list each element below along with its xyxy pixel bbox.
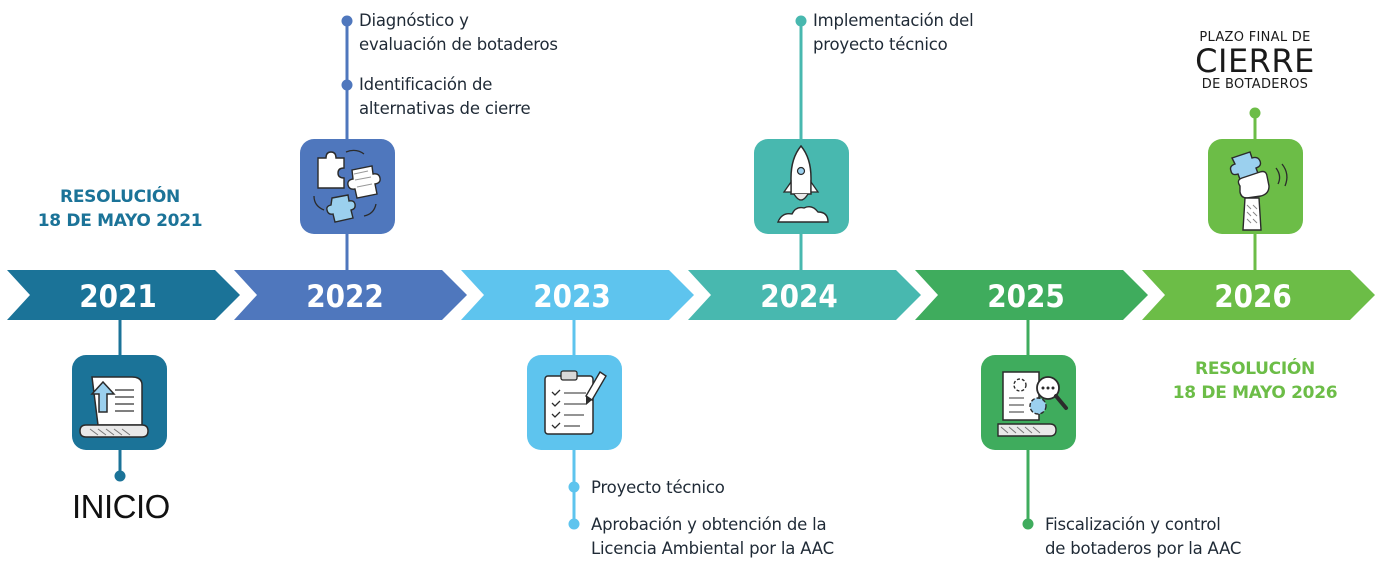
connector-dot-2021 bbox=[114, 470, 126, 482]
puzzle-pieces-icon bbox=[300, 139, 395, 234]
connector-dot-2023a bbox=[568, 481, 580, 493]
milestone-2022-identificacion: Identificación de alternativas de cierre bbox=[359, 73, 531, 121]
resolution-end: RESOLUCIÓN 18 DE MAYO 2026 bbox=[1163, 357, 1347, 405]
deadline-label: PLAZO FINAL DE CIERRE DE BOTADEROS bbox=[1180, 30, 1330, 93]
year-label-2021: 2021 bbox=[79, 279, 157, 315]
connector-dot-2024 bbox=[795, 15, 807, 27]
chevron-2021 bbox=[7, 270, 240, 320]
milestone-2023b-line2: Licencia Ambiental por la AAC bbox=[591, 539, 834, 558]
hand-puzzle-icon bbox=[1208, 139, 1303, 234]
milestone-2023a-line1: Proyecto técnico bbox=[591, 478, 725, 497]
resolution-end-line1: RESOLUCIÓN bbox=[1195, 359, 1315, 379]
connector-dot-2022b bbox=[341, 79, 353, 91]
milestone-2023-aprobacion: Aprobación y obtención de la Licencia Am… bbox=[591, 513, 834, 561]
rocket-icon bbox=[754, 139, 849, 234]
inicio-label: INICIO bbox=[72, 488, 170, 525]
milestone-2024-line2: proyecto técnico bbox=[813, 35, 948, 54]
chevron-2024 bbox=[688, 270, 921, 320]
milestone-2022b-line2: alternativas de cierre bbox=[359, 99, 531, 118]
milestone-2025-line2: de botaderos por la AAC bbox=[1045, 539, 1242, 558]
milestone-2022-diagnostico: Diagnóstico y evaluación de botaderos bbox=[359, 9, 558, 57]
connector-dot-2022a bbox=[341, 15, 353, 27]
milestone-2023b-line1: Aprobación y obtención de la bbox=[591, 515, 827, 534]
resolution-start: RESOLUCIÓN 18 DE MAYO 2021 bbox=[28, 185, 212, 233]
year-label-2022: 2022 bbox=[306, 279, 384, 315]
document-upload-icon bbox=[72, 355, 167, 450]
resolution-start-line1: RESOLUCIÓN bbox=[60, 187, 180, 207]
milestone-2023-proyecto: Proyecto técnico bbox=[591, 476, 725, 500]
connector-dot-2023b bbox=[568, 518, 580, 530]
resolution-end-line2: 18 DE MAYO 2026 bbox=[1172, 383, 1338, 403]
milestone-2022a-line2: evaluación de botaderos bbox=[359, 35, 558, 54]
milestone-2024-implementacion: Implementación del proyecto técnico bbox=[813, 9, 974, 57]
milestone-2022b-line1: Identificación de bbox=[359, 75, 493, 94]
resolution-start-line2: 18 DE MAYO 2021 bbox=[37, 211, 203, 231]
year-label-2023: 2023 bbox=[533, 279, 611, 315]
year-label-2026: 2026 bbox=[1214, 279, 1292, 315]
chevron-2025 bbox=[915, 270, 1148, 320]
year-label-2025: 2025 bbox=[987, 279, 1065, 315]
milestone-2025-line1: Fiscalización y control bbox=[1045, 515, 1221, 534]
connector-dot-2025 bbox=[1022, 518, 1034, 530]
year-label-2024: 2024 bbox=[760, 279, 838, 315]
document-search-gear-icon bbox=[981, 355, 1076, 450]
milestone-2025-fiscalizacion: Fiscalización y control de botaderos por… bbox=[1045, 513, 1241, 561]
chevron-band bbox=[7, 270, 1375, 320]
milestone-2024-line1: Implementación del bbox=[813, 11, 974, 30]
deadline-line1: PLAZO FINAL DE bbox=[1199, 30, 1311, 45]
chevron-2023 bbox=[461, 270, 694, 320]
deadline-line2: CIERRE bbox=[1195, 42, 1315, 80]
checklist-icon bbox=[527, 355, 622, 450]
connector-dot-2026 bbox=[1249, 107, 1261, 119]
chevron-2026 bbox=[1142, 270, 1375, 320]
milestone-2022a-line1: Diagnóstico y bbox=[359, 11, 469, 30]
chevron-2022 bbox=[234, 270, 467, 320]
deadline-line3: DE BOTADEROS bbox=[1201, 77, 1309, 92]
